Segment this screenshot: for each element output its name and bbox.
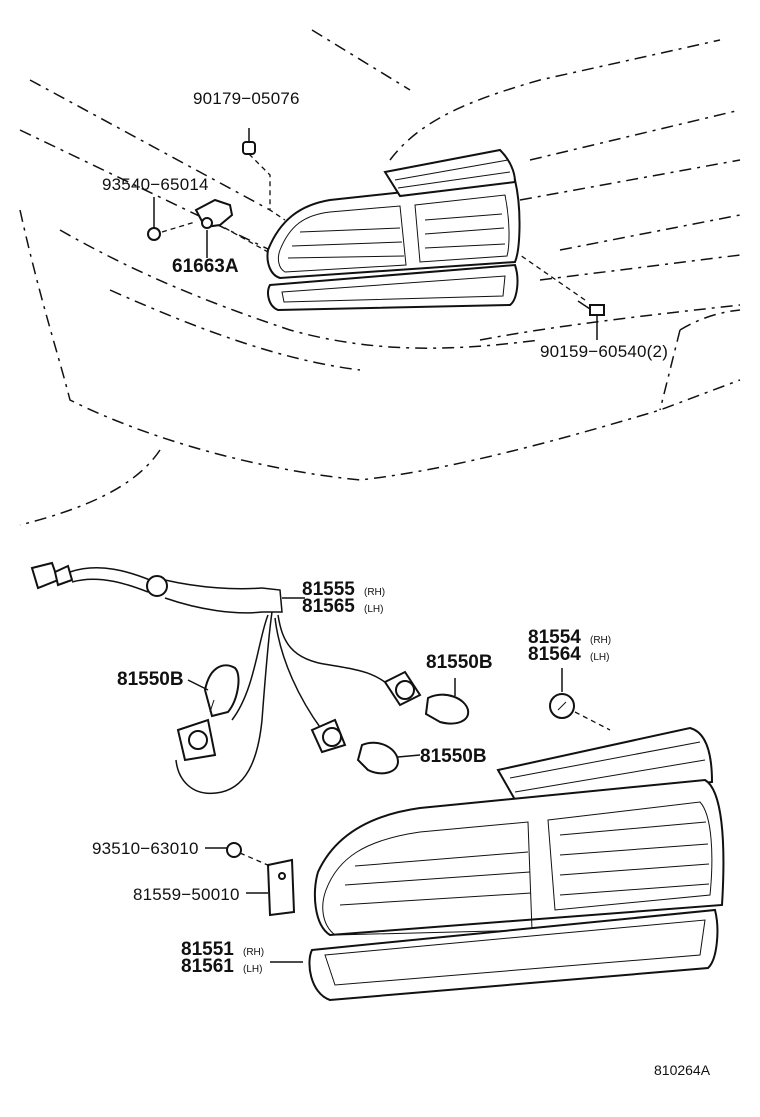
label-81550b-middle: 81550B <box>420 746 487 767</box>
label-81555: 81555 <box>302 579 355 600</box>
bracket-61663a-icon <box>194 198 269 258</box>
socket-bulb-middle <box>310 718 421 775</box>
wire-harness <box>30 561 396 795</box>
label-81565-lh: (LH) <box>364 604 383 615</box>
leader-lines <box>187 597 305 963</box>
gasket-81554-icon <box>549 668 611 731</box>
label-81561-lh: (LH) <box>243 964 262 975</box>
tail-lamp-top <box>266 148 521 312</box>
label-81561: 81561 <box>181 956 234 977</box>
grommet-93540-icon <box>147 197 196 241</box>
label-81565: 81565 <box>302 596 355 617</box>
figure-id: 810264A <box>654 1062 711 1078</box>
label-61663a: 61663A <box>172 256 239 277</box>
label-90179-05076: 90179−05076 <box>193 89 300 108</box>
label-81559-50010: 81559−50010 <box>133 885 240 904</box>
socket-bulb-right <box>383 670 470 725</box>
tail-lamp-bottom <box>308 726 725 1002</box>
label-81555-rh: (RH) <box>364 587 385 598</box>
label-93510-63010: 93510−63010 <box>92 839 199 858</box>
socket-bulb-left <box>176 664 240 762</box>
label-81564: 81564 <box>528 644 581 665</box>
plate-81559-icon <box>246 858 296 917</box>
label-81550b-left: 81550B <box>117 669 184 690</box>
label-81551: 81551 <box>181 939 234 960</box>
label-81551-rh: (RH) <box>243 947 264 958</box>
grommet-93510-icon <box>205 842 271 867</box>
label-81554: 81554 <box>528 627 581 648</box>
car-body-outline <box>19 29 741 526</box>
screw-90159-icon <box>519 254 605 340</box>
label-81564-lh: (LH) <box>590 652 609 663</box>
label-93540-65014: 93540−65014 <box>102 175 209 194</box>
label-81550b-right: 81550B <box>426 652 493 673</box>
label-81554-rh: (RH) <box>590 635 611 646</box>
clip-90179-icon <box>242 128 286 221</box>
label-90159-60540: 90159−60540(2) <box>540 342 668 361</box>
